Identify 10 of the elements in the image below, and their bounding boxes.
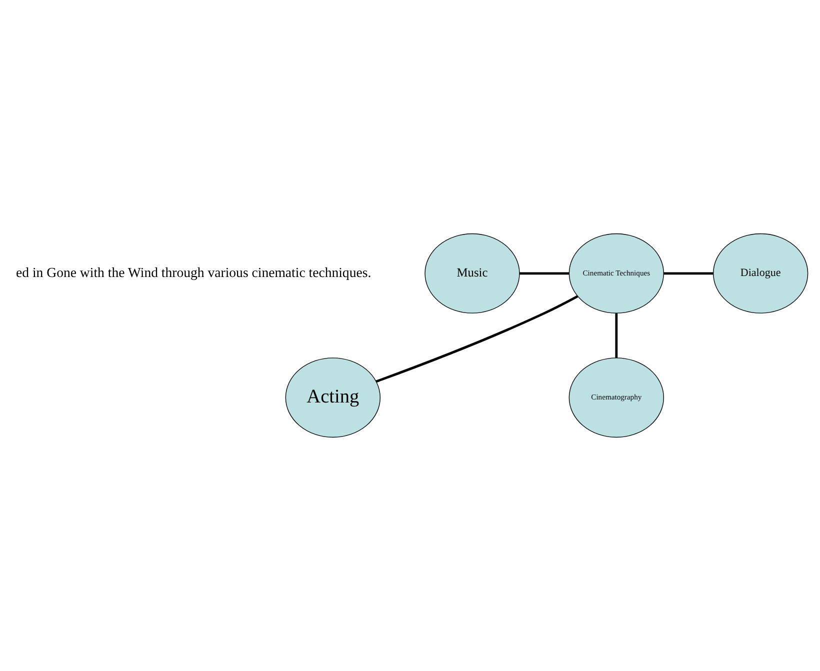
connector <box>615 313 618 358</box>
connector <box>520 272 570 275</box>
node-ellipse: Dialogue <box>712 233 808 314</box>
node-ellipse: Cinematic Techniques <box>568 233 664 314</box>
node-ellipse: Acting <box>285 358 381 438</box>
connector <box>664 272 714 275</box>
connector <box>376 295 578 383</box>
label: ed in Gone with the Wind through various cinematic techniques. <box>16 264 372 280</box>
node-ellipse: Music <box>424 233 520 314</box>
node-ellipse: Cinematography <box>568 358 664 438</box>
